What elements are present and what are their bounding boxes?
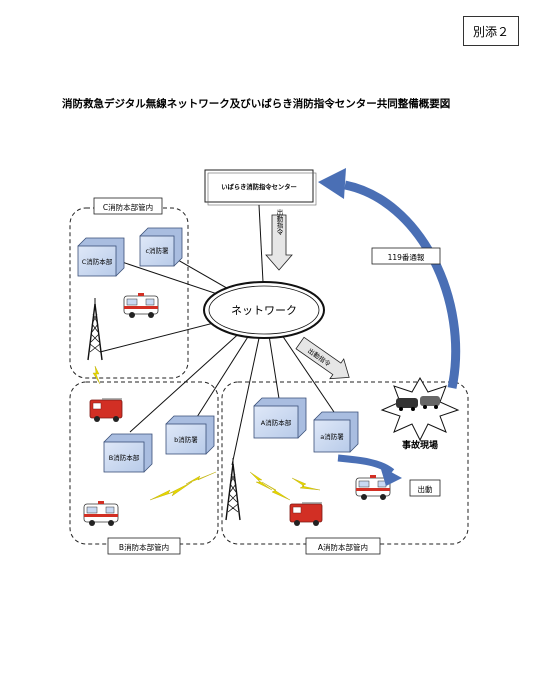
- b-fire-truck-icon: [89, 398, 123, 423]
- a-fire-truck-icon: [289, 502, 323, 527]
- c-ambulance-icon: [123, 292, 159, 319]
- b-ambulance-icon: [83, 500, 119, 527]
- b-area-label: B消防本部管内: [119, 542, 169, 552]
- attachment-label: 別添２: [463, 16, 519, 46]
- c-radio-tower-icon: [87, 297, 103, 361]
- dispatch-command-arrow-top: [265, 214, 293, 271]
- c-area-label: C消防本部管内: [103, 202, 153, 212]
- a-area-label-box: [305, 537, 381, 555]
- c-hq-label: C消防本部: [82, 257, 113, 266]
- b-station-label: b消防署: [174, 435, 198, 444]
- emergency-call-arrow: [344, 180, 461, 389]
- call-label: 119番通報: [388, 252, 425, 262]
- radio-wave-icons: [92, 365, 321, 501]
- c-station-box: c消防署: [139, 227, 183, 267]
- a-hq-box: A消防本部: [253, 397, 307, 439]
- dispatch-command-top-label: 出動指令: [275, 208, 283, 237]
- c-area-label-box: [93, 197, 163, 215]
- dispatch-label: 出動: [418, 484, 433, 494]
- a-station-label: a消防署: [320, 432, 344, 441]
- b-hq-label: B消防本部: [109, 453, 140, 462]
- dispatch-arrow: [337, 454, 395, 475]
- crashed-cars-icon: [396, 396, 440, 411]
- accident-label: 事故現場: [402, 439, 438, 451]
- network-hub: [203, 281, 325, 339]
- dispatch-label-box: [409, 479, 441, 497]
- b-station-box: b消防署: [165, 415, 215, 455]
- b-hq-box: B消防本部: [103, 433, 153, 473]
- c-station-label: c消防署: [145, 246, 169, 255]
- command-center-box: [204, 169, 314, 203]
- a-station-box: a消防署: [313, 411, 359, 453]
- accident-burst: [380, 376, 460, 442]
- emergency-call-arrowhead: [318, 168, 346, 199]
- command-center-label: いばらき消防指令センター: [221, 182, 297, 191]
- b-area-label-box: [107, 537, 181, 555]
- a-radio-tower-icon: [225, 457, 241, 521]
- a-hq-label: A消防本部: [261, 418, 292, 427]
- call-label-box: [371, 247, 441, 265]
- c-hq-box: C消防本部: [77, 237, 125, 277]
- a-area-label: A消防本部管内: [318, 542, 368, 552]
- page-title: 消防救急デジタル無線ネットワーク及びいばらき消防指令センター共同整備概要図: [62, 98, 451, 110]
- center-network-link: [258, 204, 264, 283]
- dispatch-command-arrow-mid: 出動指令: [295, 336, 350, 380]
- network-label: ネットワーク: [231, 304, 297, 317]
